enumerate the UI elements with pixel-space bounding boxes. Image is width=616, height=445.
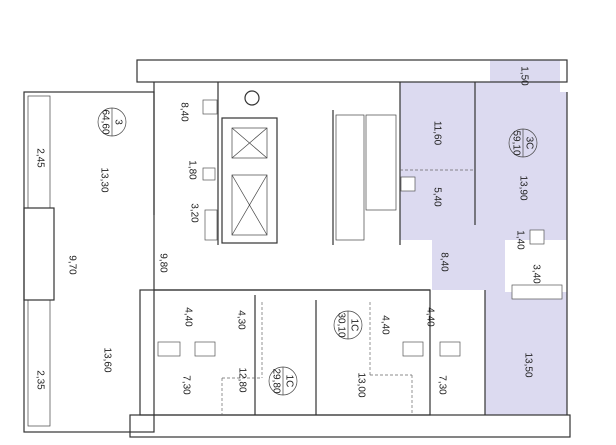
room-area: 13,90	[517, 175, 528, 200]
apartment-badge-3c: 3С 59,10	[508, 128, 538, 158]
room-area: 4,40	[379, 315, 390, 335]
room-area: 12,80	[236, 367, 247, 392]
room-area: 7,30	[436, 375, 447, 395]
room-area: 11,60	[431, 121, 442, 146]
svg-text:64,60: 64,60	[99, 109, 110, 134]
room-area: 13,30	[98, 167, 109, 192]
walls	[23, 59, 571, 438]
svg-text:1С: 1С	[348, 319, 359, 332]
room-area: 1,80	[186, 160, 197, 180]
room-area: 2,45	[34, 148, 45, 168]
apartment-badge-1c-left: 1С 29,80	[268, 366, 298, 396]
svg-text:59,10: 59,10	[510, 130, 521, 155]
svg-text:30,10: 30,10	[335, 312, 346, 337]
room-area: 8,40	[178, 102, 189, 122]
room-area: 4,40	[424, 307, 435, 327]
room-area: 3,40	[530, 264, 541, 284]
svg-text:3: 3	[112, 119, 123, 125]
room-area: 3,20	[188, 203, 199, 223]
room-labels: 2,45 13,30 8,40 1,80 3,20 9,80 9,70 13,6…	[34, 66, 541, 398]
room-area: 5,40	[431, 187, 442, 207]
apartment-badge-1c-right: 1С 30,10	[333, 310, 363, 340]
room-area: 4,30	[235, 310, 246, 330]
svg-text:29,80: 29,80	[270, 368, 281, 393]
room-area: 8,40	[438, 252, 449, 272]
room-area: 1,50	[518, 66, 529, 86]
room-area: 9,80	[157, 253, 168, 273]
svg-text:1С: 1С	[283, 375, 294, 388]
apartment-badge-3: 3 64,60	[97, 107, 127, 137]
room-area: 13,00	[355, 372, 366, 397]
room-area: 13,60	[101, 347, 112, 372]
svg-text:3С: 3С	[523, 137, 534, 150]
room-area: 1,40	[514, 230, 525, 250]
room-area: 13,50	[522, 352, 533, 377]
bathroom-3c	[505, 240, 567, 292]
apartment-3c-highlight	[400, 60, 567, 415]
room-area: 7,30	[180, 375, 191, 395]
room-area: 2,35	[34, 370, 45, 390]
room-area: 4,40	[182, 307, 193, 327]
room-area: 9,70	[66, 255, 77, 275]
